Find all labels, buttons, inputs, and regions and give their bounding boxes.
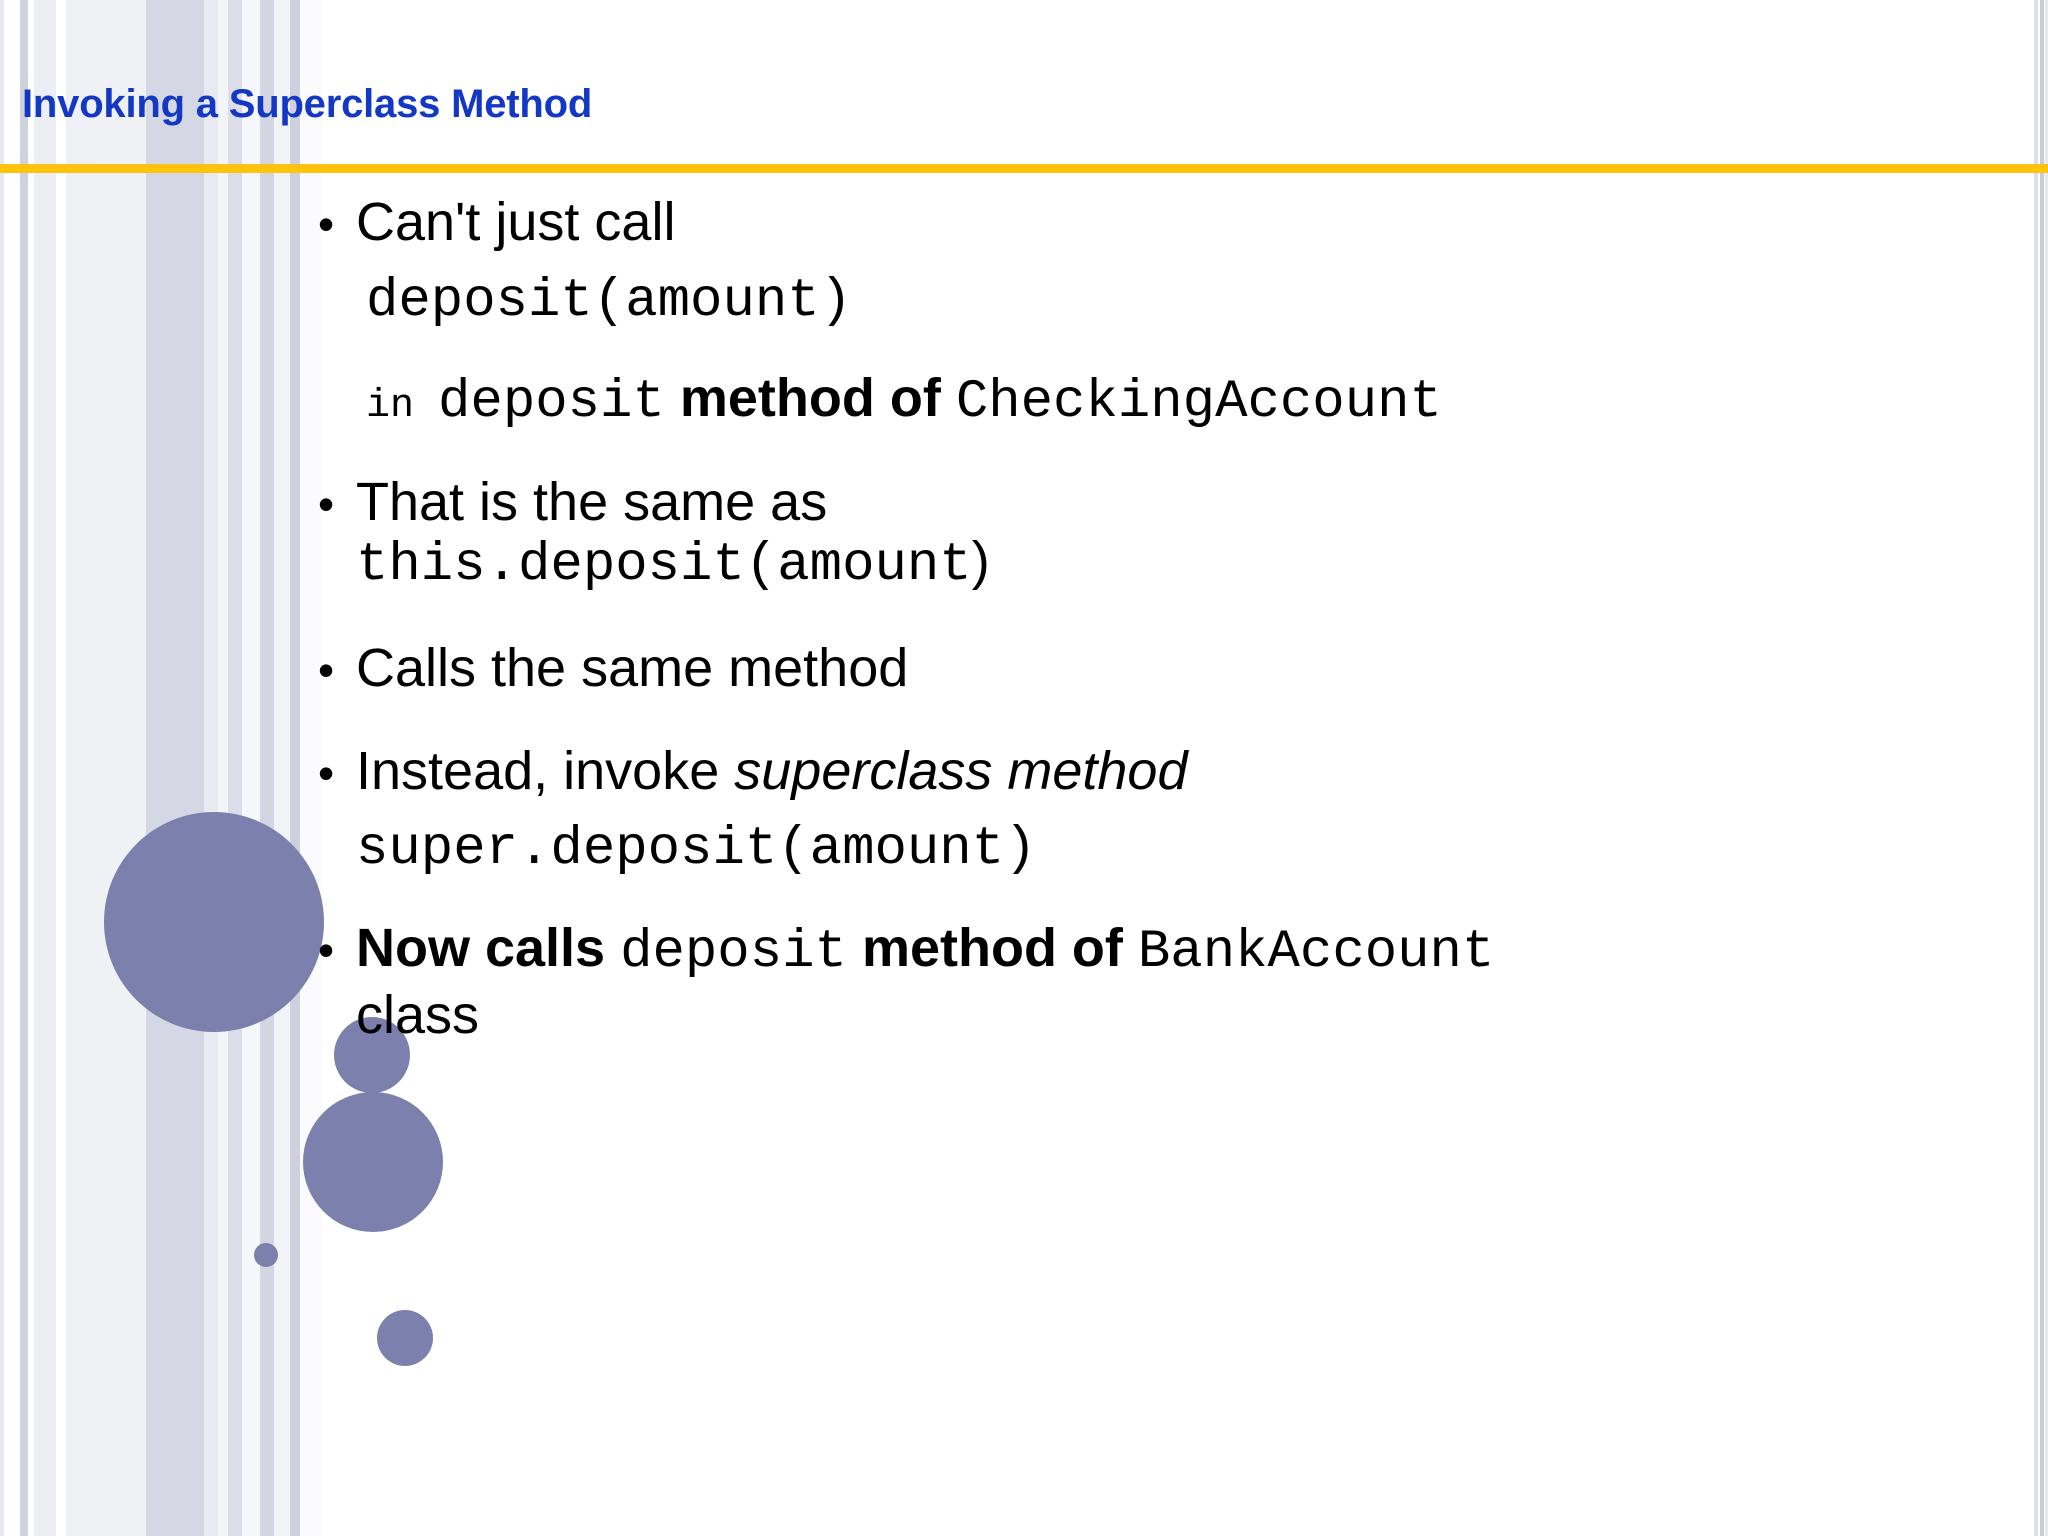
bullet-point-icon: • [318, 477, 335, 530]
decorative-stripes-right [2034, 0, 2048, 1536]
line-text: class [356, 986, 479, 1043]
bullet-line: • Now calls deposit method of BankAccount [318, 917, 2018, 983]
decorative-stripe-6 [146, 0, 204, 1536]
line-text: deposit(amount) [366, 273, 852, 330]
text-segment: deposit(amount) [366, 271, 853, 333]
circle-tiny [254, 1243, 278, 1267]
bullet-line: • That is the same as [318, 471, 2018, 532]
decorative-stripe-right-0 [2034, 0, 2038, 1536]
bullet-line: • Can't just call [318, 192, 2018, 252]
bullet-point-icon: • [318, 644, 335, 697]
circle-medium [334, 1017, 410, 1093]
text-segment: super.deposit(amount) [356, 818, 1037, 880]
decorative-stripe-0 [0, 0, 4, 1536]
decorative-stripe-9 [228, 0, 242, 1536]
bullet-point-icon: • [318, 747, 335, 800]
decorative-stripe-4 [66, 0, 90, 1536]
page-title: Invoking a Superclass Method [22, 82, 593, 126]
circle-large [104, 812, 324, 1032]
decorative-stripe-13 [290, 0, 300, 1536]
line-text: Instead, invoke superclass method [356, 743, 1187, 800]
text-segment: deposit [438, 372, 665, 434]
bullet-list: • Can't just call deposit(amount) in depos… [318, 178, 2018, 1044]
line-text: this.deposit(amount) [356, 532, 990, 594]
bullet-line: in deposit method of CheckingAccount [318, 370, 2018, 432]
line-text: Now calls deposit method of BankAccount [356, 917, 1495, 983]
circle-small [303, 1092, 443, 1232]
text-segment: in [366, 384, 439, 430]
bullet-line: • Instead, invoke superclass method [318, 743, 2018, 800]
decorative-stripe-right-1 [2040, 0, 2044, 1536]
line-text: in deposit method of CheckingAccount [366, 370, 1442, 432]
bullet-line: class [318, 986, 2018, 1044]
text-segment: class [356, 985, 480, 1046]
text-segment: deposit [620, 921, 847, 983]
line-text: Can't just call [356, 192, 676, 252]
decorative-stripe-8 [218, 0, 228, 1536]
bullet-line: this.deposit(amount) [318, 532, 2018, 594]
bullet-line: • Calls the same method [318, 640, 2018, 697]
decorative-stripe-3 [56, 0, 66, 1536]
decorative-stripe-10 [242, 0, 260, 1536]
decorative-stripe-2 [34, 0, 56, 1536]
title-block: Invoking a Superclass Method [0, 0, 2048, 173]
text-segment: method of [846, 917, 1138, 978]
text-segment: Calls the same method [356, 638, 909, 699]
line-text: That is the same as [356, 471, 828, 532]
decorative-stripe-5 [90, 0, 146, 1536]
text-segment: ) [971, 530, 990, 591]
text-segment: CheckingAccount [955, 372, 1442, 434]
text-segment: this.deposit(amount [356, 534, 972, 596]
line-text: Calls the same method [356, 640, 908, 697]
bullet-line: super.deposit(amount) [318, 821, 2018, 878]
bullet-point-icon: • [318, 923, 335, 976]
decorative-stripe-12 [274, 0, 290, 1536]
text-segment: method of [664, 368, 956, 429]
decorative-stripe-1 [20, 0, 28, 1536]
text-segment: BankAccount [1137, 921, 1495, 983]
text-segment: Now calls [356, 917, 621, 978]
bullet-line: deposit(amount) [318, 273, 2018, 330]
bullet-point-icon: • [318, 198, 335, 250]
title-underline-rule [0, 164, 2048, 173]
text-segment: Instead, invoke [356, 741, 735, 802]
text-segment: That is the same as [356, 471, 828, 532]
line-text: super.deposit(amount) [356, 821, 1037, 878]
decorative-stripe-11 [260, 0, 274, 1536]
text-segment: Can't just call [356, 192, 676, 252]
text-segment: superclass method [734, 741, 1188, 802]
decorative-stripe-7 [204, 0, 218, 1536]
circle-dot [377, 1310, 433, 1366]
